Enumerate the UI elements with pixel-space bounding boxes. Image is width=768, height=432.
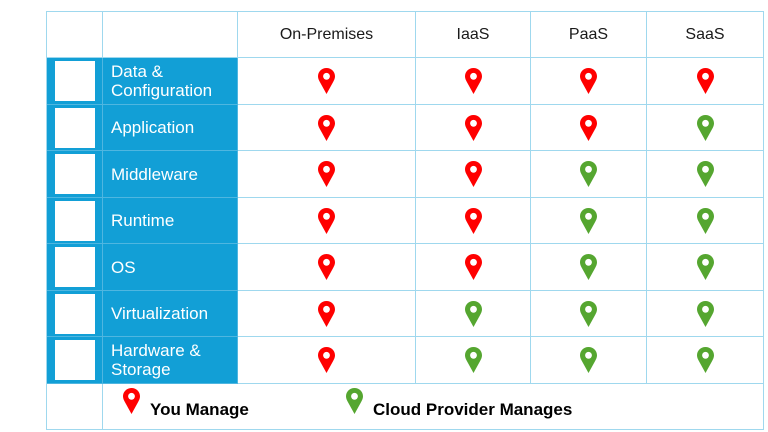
matrix-cell-paas	[531, 198, 647, 244]
header-empty-1	[47, 12, 103, 58]
legend-empty-cell	[47, 384, 103, 430]
red-map-pin-icon	[580, 68, 597, 94]
row-marker-box	[55, 247, 95, 287]
matrix-cell-iaas	[416, 151, 531, 198]
red-map-pin-icon	[318, 161, 335, 187]
red-map-pin-icon	[318, 207, 335, 234]
column-header-paas: PaaS	[531, 12, 647, 58]
row-label: Middleware	[103, 151, 238, 198]
matrix-cell-iaas	[416, 198, 531, 244]
green-map-pin-icon	[464, 300, 482, 327]
red-map-pin-icon	[318, 114, 335, 141]
matrix-cell-on-premises	[238, 337, 416, 384]
red-map-pin-icon	[123, 388, 150, 414]
row-marker	[47, 337, 103, 384]
matrix-cell-iaas	[416, 291, 531, 337]
green-map-pin-icon	[346, 388, 373, 414]
row-label: Application	[103, 105, 238, 151]
row-label: Runtime	[103, 198, 238, 244]
green-map-pin-icon	[696, 161, 714, 187]
row-marker	[47, 105, 103, 151]
matrix-cell-on-premises	[238, 244, 416, 291]
matrix-cell-paas	[531, 337, 647, 384]
green-map-pin-icon	[696, 207, 714, 234]
red-map-pin-icon	[318, 68, 335, 94]
red-map-pin-icon	[464, 68, 482, 94]
red-map-pin-icon	[580, 114, 597, 141]
matrix-cell-iaas	[416, 105, 531, 151]
row-marker-box	[55, 107, 95, 148]
row-marker	[47, 244, 103, 291]
column-header-iaas: IaaS	[416, 12, 531, 58]
red-map-pin-icon	[464, 161, 482, 187]
green-map-pin-icon	[580, 207, 597, 234]
matrix-cell-paas	[531, 291, 647, 337]
legend-label: You Manage	[150, 400, 249, 419]
green-map-pin-icon	[464, 347, 482, 373]
matrix-cell-on-premises	[238, 291, 416, 337]
matrix-cell-saas	[647, 291, 764, 337]
red-map-pin-icon	[464, 114, 482, 141]
row-marker	[47, 151, 103, 198]
column-header-on-premises: On-Premises	[238, 12, 416, 58]
matrix-cell-on-premises	[238, 151, 416, 198]
row-label-text: Application	[111, 118, 195, 137]
header-empty-2	[103, 12, 238, 58]
row-marker-box	[55, 340, 95, 380]
red-map-pin-icon	[464, 207, 482, 234]
green-map-pin-icon	[696, 347, 714, 373]
row-label-text: Middleware	[111, 164, 198, 184]
green-map-pin-icon	[580, 161, 597, 187]
green-map-pin-icon	[696, 114, 714, 141]
matrix-cell-saas	[647, 198, 764, 244]
matrix-cell-paas	[531, 244, 647, 291]
row-label: Virtualization	[103, 291, 238, 337]
row-marker-box	[55, 61, 95, 101]
matrix-cell-on-premises	[238, 198, 416, 244]
legend-label: Cloud Provider Manages	[373, 400, 573, 419]
red-map-pin-icon	[318, 254, 335, 280]
row-marker	[47, 58, 103, 105]
red-map-pin-icon	[696, 68, 714, 94]
legend-cloud-provider-manages: Cloud Provider Manages	[346, 388, 572, 419]
row-marker	[47, 198, 103, 244]
green-map-pin-icon	[580, 347, 597, 373]
matrix-cell-iaas	[416, 244, 531, 291]
row-label-text: Data & Configuration	[111, 62, 213, 100]
row-label-text: Virtualization	[111, 304, 209, 323]
matrix-cell-paas	[531, 58, 647, 105]
matrix-cell-paas	[531, 151, 647, 198]
matrix-cell-saas	[647, 105, 764, 151]
row-label: Hardware & Storage	[103, 337, 238, 384]
green-map-pin-icon	[580, 254, 597, 280]
row-marker-box	[55, 200, 95, 241]
red-map-pin-icon	[318, 347, 335, 373]
row-label-text: Hardware & Storage	[111, 341, 201, 379]
red-map-pin-icon	[464, 254, 482, 280]
row-label-text: OS	[111, 257, 136, 277]
red-map-pin-icon	[318, 300, 335, 327]
matrix-cell-iaas	[416, 337, 531, 384]
green-map-pin-icon	[696, 254, 714, 280]
responsibility-matrix: On-Premises IaaS PaaS SaaS Data & Config…	[46, 11, 764, 430]
matrix-cell-saas	[647, 244, 764, 291]
green-map-pin-icon	[580, 300, 597, 327]
column-header-saas: SaaS	[647, 12, 764, 58]
green-map-pin-icon	[696, 300, 714, 327]
matrix-cell-on-premises	[238, 105, 416, 151]
row-label-text: Runtime	[111, 211, 175, 230]
row-marker-box	[55, 293, 95, 334]
row-label: OS	[103, 244, 238, 291]
legend: You Manage Cloud Provider Manages	[103, 384, 764, 430]
matrix-cell-saas	[647, 58, 764, 105]
matrix-cell-iaas	[416, 58, 531, 105]
matrix-cell-on-premises	[238, 58, 416, 105]
row-label: Data & Configuration	[103, 58, 238, 105]
matrix-cell-saas	[647, 151, 764, 198]
matrix-cell-saas	[647, 337, 764, 384]
matrix-cell-paas	[531, 105, 647, 151]
row-marker-box	[55, 154, 95, 194]
legend-you-manage: You Manage	[123, 388, 249, 419]
row-marker	[47, 291, 103, 337]
